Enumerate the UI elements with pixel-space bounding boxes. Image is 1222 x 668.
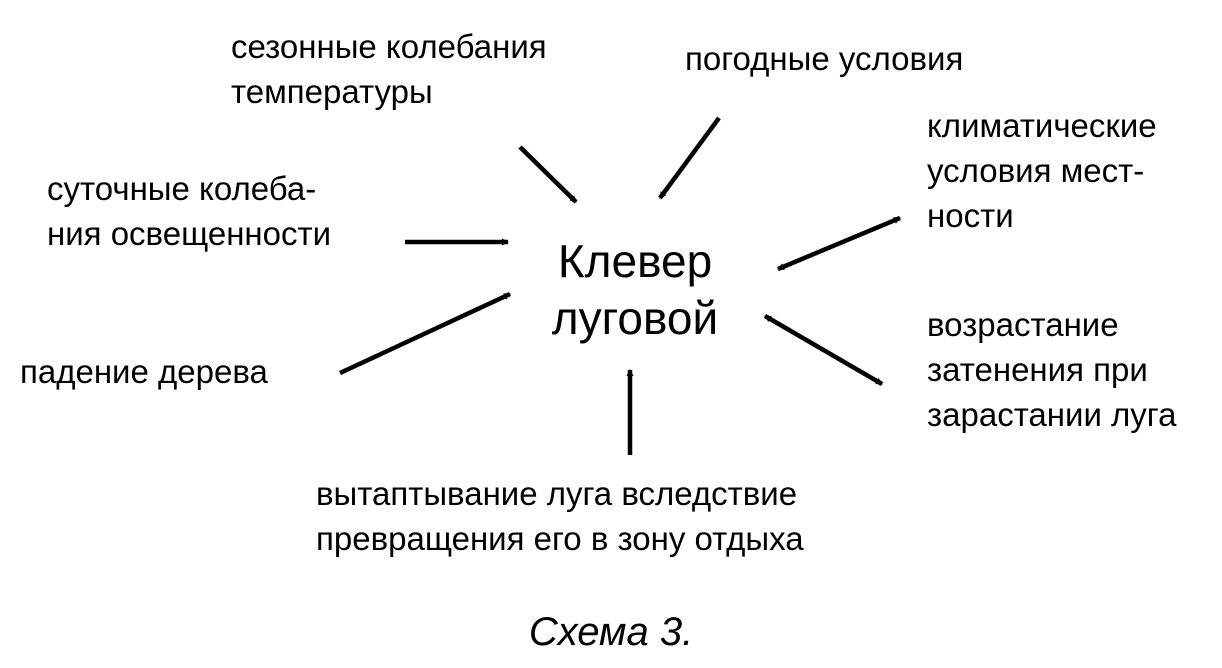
factor-line: затенения при <box>927 351 1148 388</box>
factor-line: ности <box>927 197 1014 234</box>
factor-line: зарастании луга <box>927 396 1177 433</box>
factor-shading: возрастание затенения при зарастании луг… <box>927 302 1176 437</box>
factor-line: ния освещенности <box>47 215 332 252</box>
factor-line: падение дерева <box>20 353 268 390</box>
factor-line: погодные условия <box>685 40 964 77</box>
arrow-weather <box>658 116 721 200</box>
factor-line: суточные колеба- <box>47 170 317 207</box>
factor-daily-light: суточные колеба- ния освещенности <box>47 166 331 256</box>
central-node: Клевер луговой <box>520 233 750 347</box>
factor-line: условия мест- <box>927 152 1145 189</box>
arrow-tree-fall <box>339 291 511 376</box>
factor-climate: климатические условия мест- ности <box>927 103 1157 238</box>
factor-weather: погодные условия <box>685 36 963 81</box>
arrow-seasonal-temperature <box>518 145 578 204</box>
factor-line: превращения его в зону отдыха <box>316 520 804 557</box>
factor-tree-fall: падение дерева <box>20 349 268 394</box>
arrow-climate-bidirectional <box>777 215 901 272</box>
central-node-line-2: луговой <box>551 292 719 344</box>
central-node-line-1: Клевер <box>557 235 713 287</box>
scheme-caption: Схема 3. <box>528 610 694 654</box>
factor-line: температуры <box>231 73 433 110</box>
factor-seasonal-temperature: сезонные колебания температуры <box>231 24 547 114</box>
factor-line: сезонные колебания <box>231 28 547 65</box>
factor-line: вытаптывание луга вследствие <box>316 475 798 512</box>
factor-line: климатические <box>927 107 1157 144</box>
factor-line: возрастание <box>927 306 1119 343</box>
arrow-shading-bidirectional <box>763 314 884 386</box>
factor-trampling: вытаптывание луга вследствие превращения… <box>316 471 804 561</box>
